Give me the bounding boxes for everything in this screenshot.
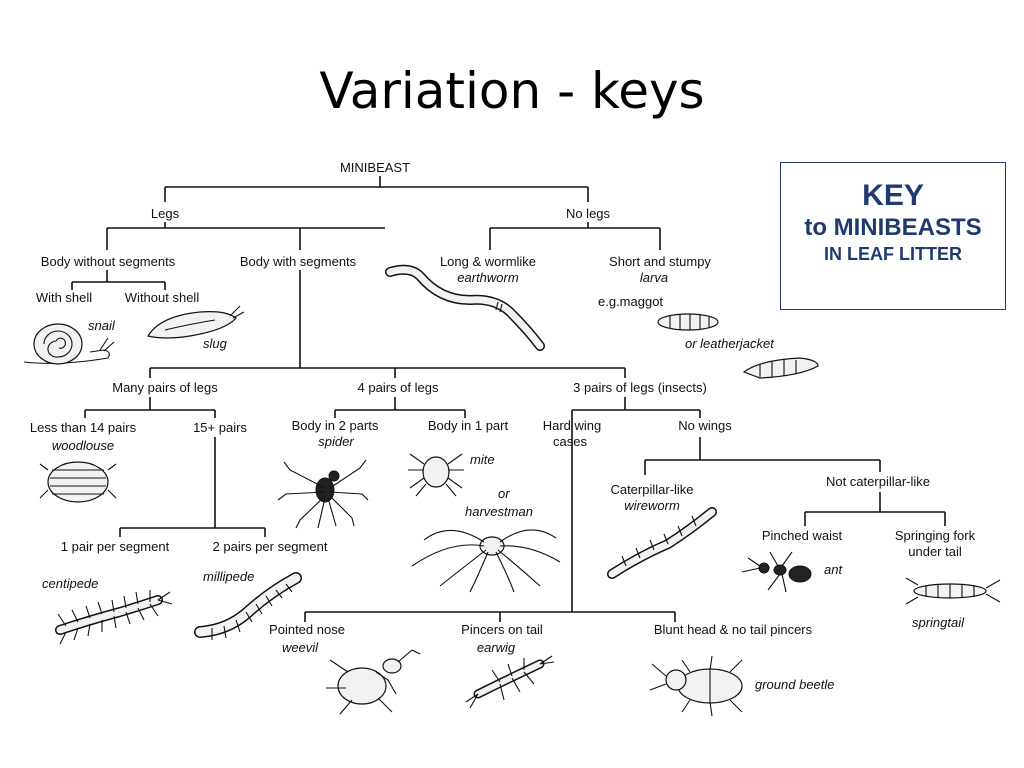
label-less-than-14: Less than 14 pairs [30,420,137,435]
ant-icon [741,551,812,593]
key-title-line1: KEY [862,179,924,212]
label-body-2-parts: Body in 2 parts [292,418,379,433]
label-or-leatherjacket: or leatherjacket [685,336,775,351]
slide-title: Variation - keys [319,62,705,120]
label-ground-beetle: ground beetle [755,677,835,692]
label-springing-fork-2: under tail [908,544,962,559]
label-fifteen-plus: 15+ pairs [193,420,247,435]
label-not-caterpillar-like: Not caterpillar-like [826,474,930,489]
ground-beetle-icon [649,655,743,717]
leatherjacket-icon [742,357,819,379]
label-without-shell: Without shell [125,290,200,305]
maggot-icon [657,313,719,331]
harvestman-icon [411,529,561,593]
label-many-pairs: Many pairs of legs [112,380,218,395]
label-earwig: earwig [477,640,516,655]
wireworm-icon [607,507,717,579]
label-millipede: millipede [203,569,254,584]
label-hard-wing-2: cases [553,434,587,449]
label-caterpillar-like: Caterpillar-like [610,482,693,497]
slug-icon [147,305,245,339]
spider-icon [277,459,369,529]
earwig-icon [465,655,555,709]
label-larva: larva [640,270,668,285]
earthworm-icon [385,264,545,351]
millipede-icon [194,572,302,640]
key-title-line3: IN LEAF LITTER [824,244,962,264]
label-weevil: weevil [282,640,319,655]
label-pointed-nose: Pointed nose [269,622,345,637]
label-body-1-part: Body in 1 part [428,418,509,433]
label-spider: spider [318,434,354,449]
label-springing-fork-1: Springing fork [895,528,976,543]
label-ant: ant [824,562,843,577]
woodlouse-icon [39,461,117,503]
label-with-shell: With shell [36,290,92,305]
label-root: MINIBEAST [340,160,410,175]
weevil-icon [326,649,421,715]
label-snail: snail [88,318,116,333]
label-two-pairs-per-segment: 2 pairs per segment [213,539,328,554]
label-no-wings: No wings [678,418,732,433]
label-short-stumpy: Short and stumpy [609,254,711,269]
centipede-icon [55,590,173,645]
label-long-wormlike: Long & wormlike [440,254,536,269]
label-four-pairs: 4 pairs of legs [358,380,439,395]
snail-icon [23,323,115,365]
label-body-without-segments: Body without segments [41,254,176,269]
label-eg-maggot: e.g.maggot [598,294,663,309]
label-pinched-waist: Pinched waist [762,528,843,543]
label-wireworm: wireworm [624,498,680,513]
label-body-with-segments: Body with segments [240,254,357,269]
key-title-box: KEY to MINIBEASTS IN LEAF LITTER [780,162,1006,310]
springtail-icon [905,577,1001,605]
label-no-legs: No legs [566,206,611,221]
label-or: or [498,486,510,501]
key-title-line2: to MINIBEASTS [804,214,982,241]
mite-icon [408,453,464,497]
label-centipede: centipede [42,576,98,591]
label-slug: slug [203,336,228,351]
label-mite: mite [470,452,495,467]
label-springtail: springtail [912,615,965,630]
label-earthworm: earthworm [457,270,519,285]
label-legs: Legs [151,206,180,221]
label-three-pairs: 3 pairs of legs (insects) [573,380,707,395]
label-blunt-head: Blunt head & no tail pincers [654,622,813,637]
label-pincers-on-tail: Pincers on tail [461,622,543,637]
connector-lines [71,176,946,622]
label-woodlouse: woodlouse [52,438,114,453]
label-hard-wing-1: Hard wing [543,418,602,433]
label-harvestman: harvestman [465,504,533,519]
label-one-pair-per-segment: 1 pair per segment [61,539,170,554]
